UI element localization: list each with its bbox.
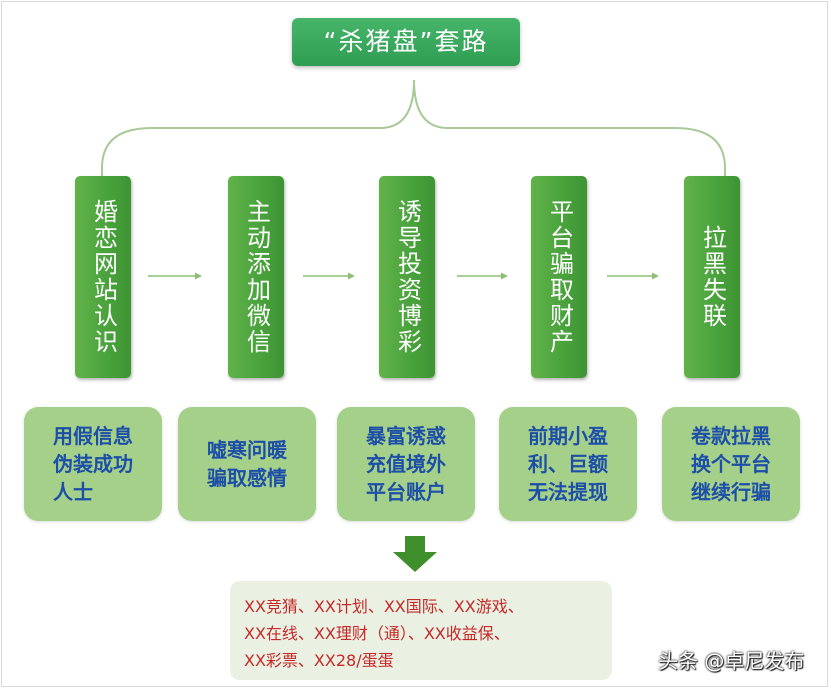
step-label-3: 诱导投资博彩 [393, 199, 422, 355]
desc-text-3: 暴富诱惑 充值境外 平台账户 [366, 424, 446, 504]
step-label-4: 平台骗取财产 [545, 199, 574, 355]
step-box-5: 拉黑失联 [684, 176, 740, 378]
step-label-1: 婚恋网站认识 [89, 199, 118, 355]
flow-arrows [148, 272, 659, 280]
arrow-2-3-head [348, 272, 355, 280]
step-box-1: 婚恋网站认识 [75, 176, 131, 378]
step-label-2: 主动添加微信 [242, 199, 271, 355]
desc-box-5: 卷款拉黑 换个平台 继续行骗 [662, 407, 800, 521]
desc-text-4: 前期小盈 利、巨额 无法提现 [528, 424, 608, 504]
examples-box: XX竞猜、XX计划、XX国际、XX游戏、 XX在线、XX理财（通）、XX收益保、… [230, 581, 612, 680]
step-box-3: 诱导投资博彩 [379, 176, 435, 378]
arrow-1-2-head [195, 272, 202, 280]
desc-text-2: 嘘寒问暖 骗取感情 [207, 438, 287, 490]
step-box-4: 平台骗取财产 [531, 176, 587, 378]
arrow-3-4-head [501, 272, 508, 280]
desc-text-5: 卷款拉黑 换个平台 继续行骗 [691, 424, 771, 504]
step-box-2: 主动添加微信 [228, 176, 284, 378]
down-arrow-icon [393, 536, 437, 572]
desc-box-4: 前期小盈 利、巨额 无法提现 [499, 407, 637, 521]
desc-box-2: 嘘寒问暖 骗取感情 [178, 407, 316, 521]
examples-line-3: XX彩票、XX28/蛋蛋 [244, 651, 394, 670]
watermark-text: 头条 @卓尼发布 [658, 649, 805, 673]
desc-box-1: 用假信息 伪装成功 人士 [24, 407, 162, 521]
examples-line-2: XX在线、XX理财（通）、XX收益保、 [244, 624, 510, 643]
arrow-4-5-head [652, 272, 659, 280]
desc-box-3: 暴富诱惑 充值境外 平台账户 [337, 407, 475, 521]
desc-text-1: 用假信息 伪装成功 人士 [53, 424, 133, 504]
examples-line-1: XX竞猜、XX计划、XX国际、XX游戏、 [244, 597, 524, 616]
step-label-5: 拉黑失联 [698, 225, 727, 329]
brace-line [101, 79, 726, 178]
diagram-title: “杀猪盘”套路 [292, 18, 520, 66]
